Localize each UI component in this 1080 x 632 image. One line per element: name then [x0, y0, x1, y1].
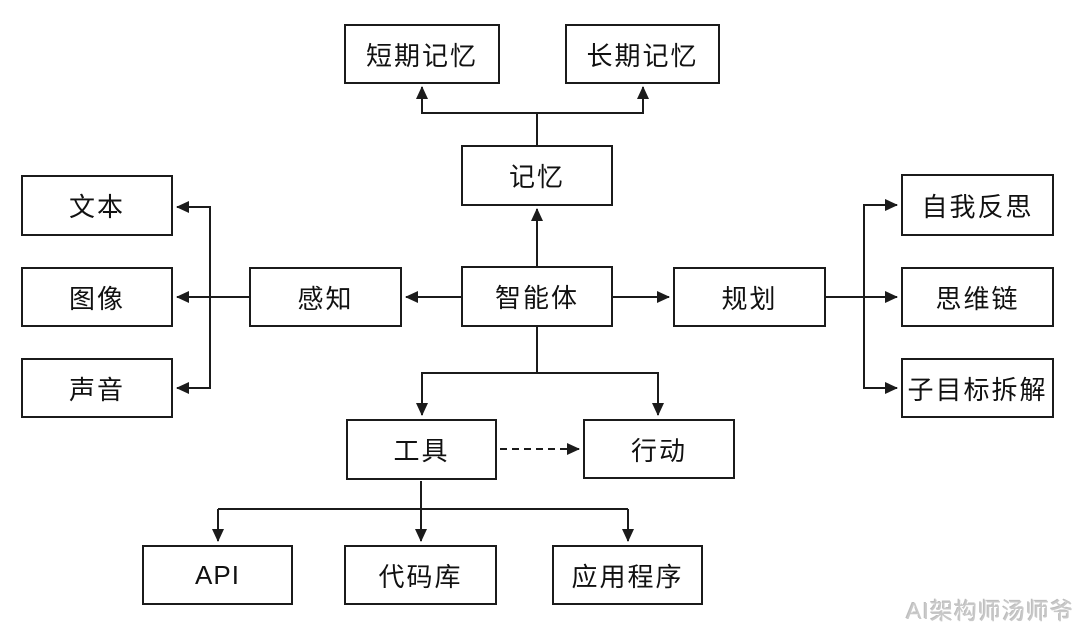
node-sound: 声音 [21, 358, 173, 418]
node-long-term-memory: 长期记忆 [565, 24, 720, 84]
edge-memory-to-long-term [537, 86, 649, 114]
node-short-term-memory: 短期记忆 [344, 24, 500, 84]
edge-agent-to-action [537, 372, 664, 416]
node-perception: 感知 [249, 267, 402, 327]
node-code-library: 代码库 [344, 545, 497, 605]
edge-agent-to-tools [416, 327, 538, 416]
node-chain-of-thought: 思维链 [901, 267, 1054, 327]
node-text: 文本 [21, 175, 173, 236]
watermark: AI架构师汤师爷 [906, 598, 1074, 624]
node-applications: 应用程序 [552, 545, 703, 605]
node-api: API [142, 545, 293, 605]
edge-planning-to-self-reflection [863, 199, 898, 297]
node-image: 图像 [21, 267, 173, 327]
node-memory: 记忆 [461, 145, 613, 206]
node-subgoal-decomposition: 子目标拆解 [901, 358, 1054, 418]
edge-perception-to-text [176, 201, 211, 297]
node-agent: 智能体 [461, 266, 613, 327]
node-action: 行动 [583, 419, 735, 479]
edge-planning-to-subgoal [863, 297, 898, 394]
edge-perception-to-sound [176, 297, 211, 394]
edge-memory-to-short-term [416, 86, 538, 145]
node-tools: 工具 [346, 419, 497, 480]
node-self-reflection: 自我反思 [901, 174, 1054, 236]
node-planning: 规划 [673, 267, 826, 327]
